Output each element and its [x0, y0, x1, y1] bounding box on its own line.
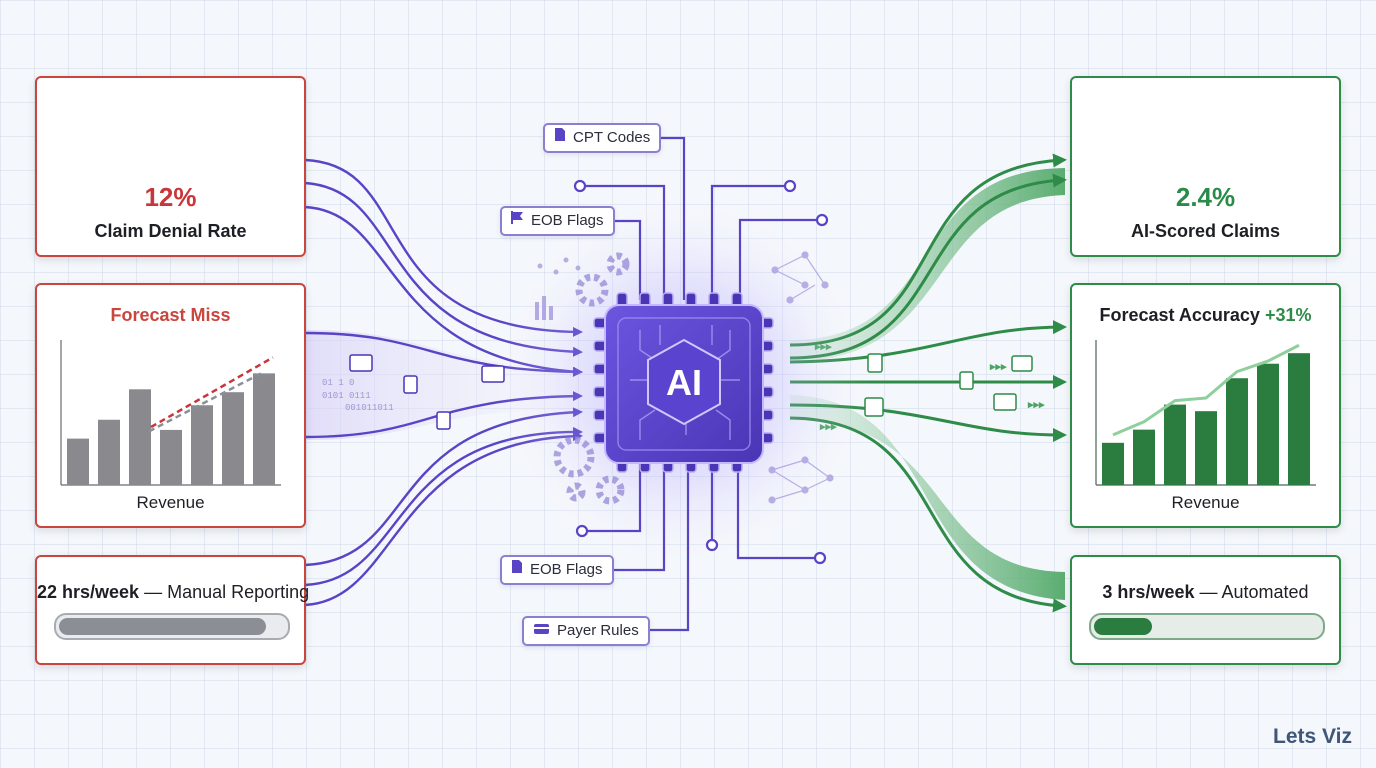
tag-eob-flags-bottom[interactable]: EOB Flags [500, 555, 614, 585]
tag-cpt-codes[interactable]: CPT Codes [543, 123, 662, 153]
svg-text:▸▸▸: ▸▸▸ [989, 361, 1007, 373]
ai-scored-value: 2.4% [1175, 182, 1236, 212]
svg-text:▸▸▸: ▸▸▸ [1027, 399, 1045, 411]
bar [222, 392, 244, 485]
chip-hexagon [647, 338, 721, 426]
tag-eob-flags-bottom-label: EOB Flags [530, 561, 603, 578]
automated-reporting-progress-fill [1094, 618, 1152, 635]
forecast-miss-chart [60, 340, 281, 486]
tag-cpt-codes-label: CPT Codes [573, 129, 651, 146]
forecast-accuracy-xlabel: Revenue [1171, 493, 1240, 512]
bar-chart-icon [535, 296, 553, 320]
neural-network-icon [768, 251, 834, 504]
bar [1133, 429, 1155, 485]
forecast-accuracy-title: Forecast Accuracy +31% [1072, 305, 1339, 326]
claim-denial-label: Claim Denial Rate [94, 221, 247, 241]
scatter-icon [537, 257, 581, 275]
automated-reporting-card: 3 hrs/week — Automated [1070, 555, 1341, 665]
actual-trend-line [148, 370, 265, 433]
tag-payer-rules[interactable]: Payer Rules [522, 616, 650, 646]
tag-payer-rules-label: Payer Rules [557, 622, 639, 639]
document-icons-left [349, 354, 505, 430]
document-icon [554, 125, 566, 151]
automated-reporting-text: 3 hrs/week — Automated [1072, 582, 1339, 603]
bar [98, 419, 120, 485]
manual-reporting-progress-track [54, 613, 290, 640]
bar [1195, 411, 1217, 485]
forecast-miss-title: Forecast Miss [110, 305, 231, 325]
manual-reporting-hours: 22 hrs/week [37, 582, 140, 602]
bar [160, 429, 182, 485]
claim-denial-card: 12% Claim Denial Rate [35, 76, 306, 257]
bar [1164, 404, 1186, 485]
document-icons-right [864, 353, 1033, 417]
binary-streams: 01 1 0 0101 0111 001011011 [322, 378, 394, 413]
svg-text:01 1 0: 01 1 0 [322, 378, 354, 388]
bar [1288, 353, 1310, 485]
forecast-accuracy-chart [1095, 340, 1316, 486]
tag-eob-flags-top[interactable]: EOB Flags [500, 206, 615, 236]
manual-reporting-progress-fill [59, 618, 266, 635]
chip-label: AI [666, 362, 702, 403]
bar [1226, 378, 1248, 485]
tag-eob-flags-top-label: EOB Flags [531, 212, 604, 229]
automated-reporting-hours: 3 hrs/week [1102, 582, 1195, 602]
chip-traces [630, 325, 740, 440]
ai-scored-label: AI-Scored Claims [1130, 221, 1281, 241]
circuit-nodes [573, 179, 829, 565]
bar [191, 405, 213, 485]
forecast-accuracy-label: Forecast Accuracy [1099, 305, 1260, 325]
forecast-accuracy-card: Forecast Accuracy +31% Revenue [1070, 283, 1341, 528]
manual-reporting-label: — Manual Reporting [139, 582, 310, 602]
bar [67, 438, 89, 485]
bar [253, 373, 275, 485]
automated-reporting-progress-track [1089, 613, 1325, 640]
automated-reporting-label: — Automated [1194, 582, 1309, 602]
forecast-accuracy-delta: +31% [1264, 305, 1312, 325]
claim-denial-value: 12% [144, 182, 197, 212]
forecast-trend-line [150, 356, 274, 429]
gear-icon [553, 252, 630, 505]
flag-icon [511, 208, 524, 234]
manual-reporting-text: 22 hrs/week — Manual Reporting [37, 582, 309, 603]
svg-text:001011011: 001011011 [345, 403, 394, 413]
bar [1102, 442, 1124, 485]
right-flow-band-lower [790, 395, 1065, 600]
bar [1257, 363, 1279, 485]
circuit-lines [580, 136, 822, 632]
card-icon [533, 618, 550, 644]
accuracy-trend-line [1112, 343, 1300, 437]
right-flow-band [790, 168, 1065, 362]
svg-text:0101 0111: 0101 0111 [322, 391, 371, 401]
document-icon [511, 557, 523, 583]
bar [129, 389, 151, 485]
brand-logo: Lets Viz [1273, 725, 1352, 748]
forecast-miss-xlabel: Revenue [136, 493, 205, 512]
ai-scored-card: 2.4% AI-Scored Claims [1070, 76, 1341, 257]
manual-reporting-card: 22 hrs/week — Manual Reporting [35, 555, 309, 665]
